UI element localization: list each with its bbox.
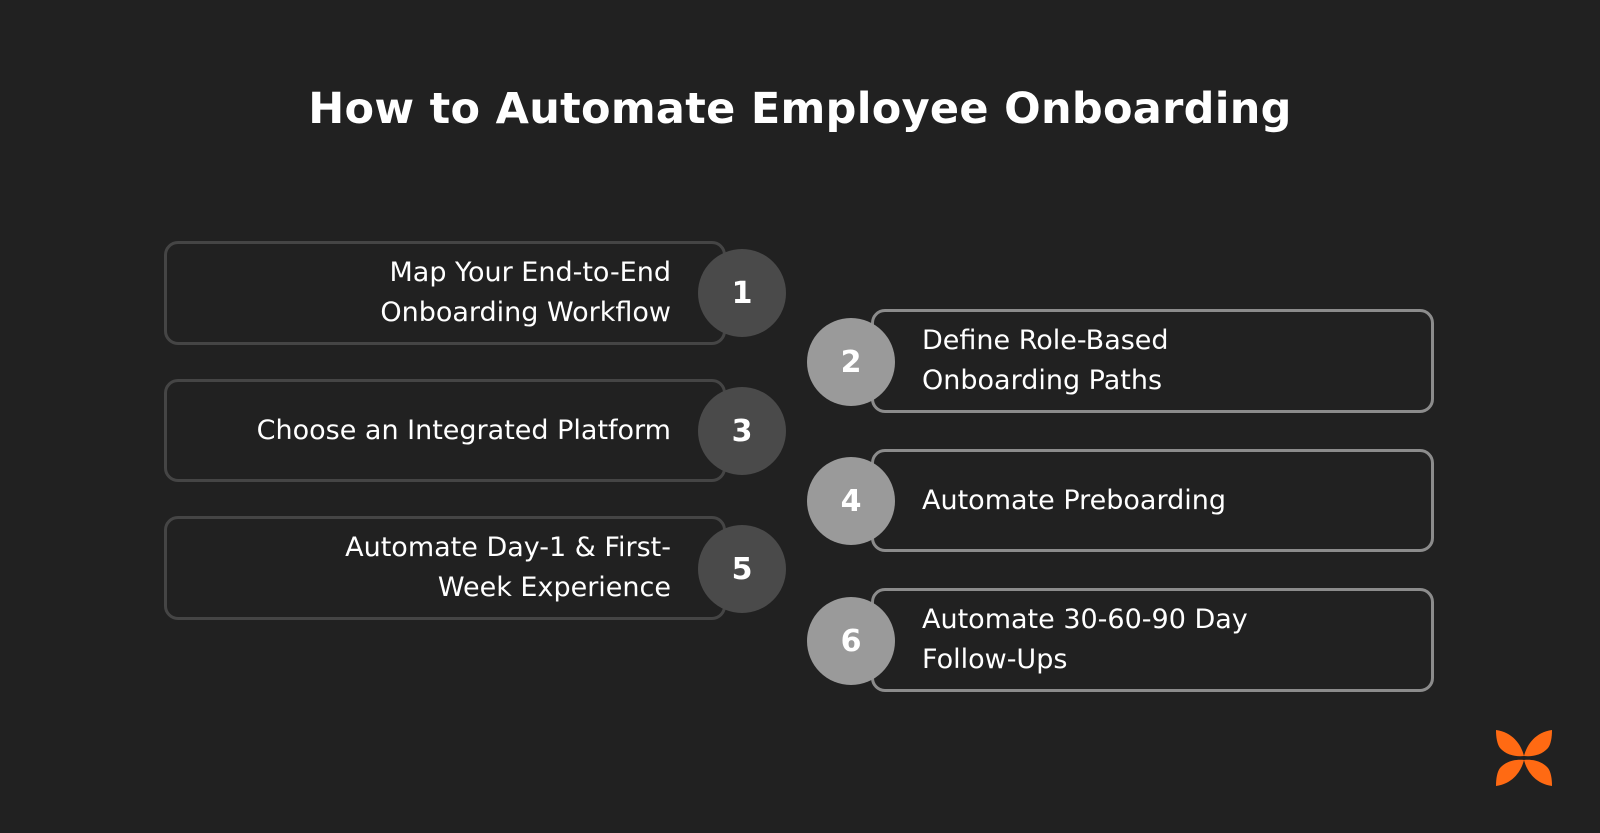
step-3-box: Choose an Integrated Platform — [164, 379, 726, 482]
step-4-text: Automate Preboarding — [922, 484, 1226, 516]
butterfly-logo-icon — [1496, 730, 1552, 786]
step-4-number: 4 — [807, 457, 895, 545]
step-5-text: Automate Day-1 & First- Week Experience — [345, 532, 671, 603]
step-2-box: Define Role-Based Onboarding Paths — [871, 309, 1434, 413]
step-5-box: Automate Day-1 & First- Week Experience — [164, 516, 726, 620]
step-1-box: Map Your End-to-End Onboarding Workflow — [164, 241, 726, 345]
step-6-box: Automate 30-60-90 Day Follow-Ups — [871, 588, 1434, 692]
page-title: How to Automate Employee Onboarding — [308, 84, 1292, 134]
step-1-text: Map Your End-to-End Onboarding Workflow — [380, 257, 671, 328]
step-6-text: Automate 30-60-90 Day Follow-Ups — [922, 604, 1248, 675]
step-2-number: 2 — [807, 318, 895, 406]
step-3-number: 3 — [698, 387, 786, 475]
step-2-text: Define Role-Based Onboarding Paths — [922, 325, 1169, 396]
step-4-box: Automate Preboarding — [871, 449, 1434, 552]
step-6-number: 6 — [807, 597, 895, 685]
step-1-number: 1 — [698, 249, 786, 337]
step-3-text: Choose an Integrated Platform — [256, 414, 671, 446]
step-5-number: 5 — [698, 525, 786, 613]
